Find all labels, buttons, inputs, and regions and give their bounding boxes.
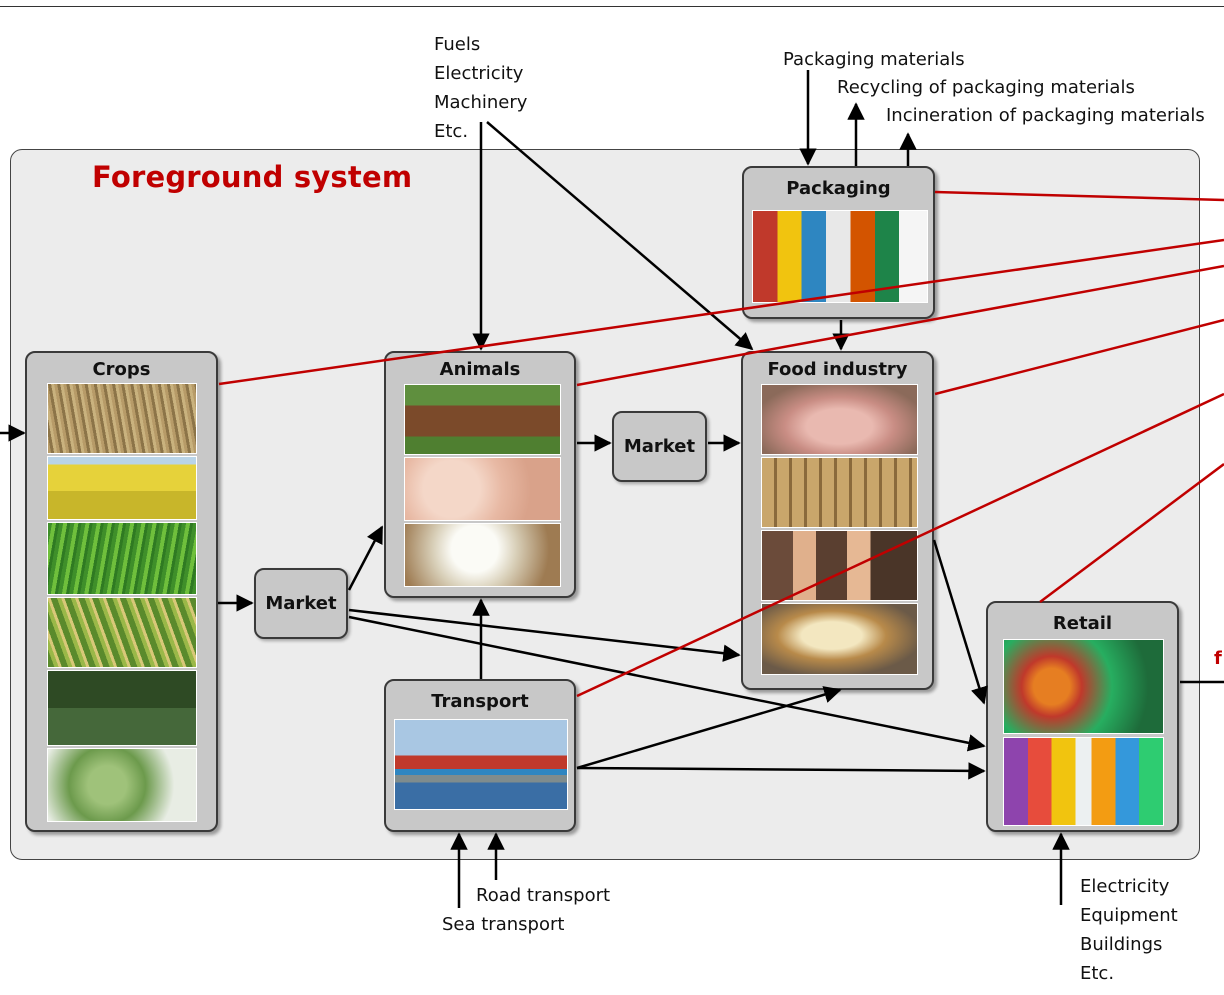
- maize-field-image: [47, 597, 197, 668]
- red-line-transport: [576, 392, 1224, 698]
- red-line-retail: [1039, 463, 1224, 603]
- market-box-animals: Market: [612, 411, 707, 482]
- animals-title: Animals: [439, 359, 521, 380]
- retail-input-equipment: Equipment: [1080, 905, 1178, 926]
- wheat-field-image: [47, 383, 197, 454]
- cheese-wheels-image: [761, 457, 918, 528]
- transport-box: Transport: [384, 679, 576, 832]
- fruit-vegetable-display-image: [1003, 639, 1164, 734]
- arrow-transport-to-food-industry: [576, 686, 842, 770]
- arrow-food-industry-to-retail: [932, 539, 988, 705]
- retail-box: Retail: [986, 601, 1179, 832]
- food-industry-box: Food industry: [741, 351, 934, 690]
- arrow-transport-to-retail: [576, 762, 986, 780]
- poultry-processing-image: [761, 530, 918, 601]
- animals-input-etc: Etc.: [434, 121, 469, 142]
- packaging-input-materials: Packaging materials: [783, 49, 965, 70]
- retail-input-buildings: Buildings: [1080, 934, 1163, 955]
- transport-title: Transport: [431, 691, 529, 712]
- packaging-output-recycling: Recycling of packaging materials: [837, 77, 1135, 98]
- packaging-title: Packaging: [786, 178, 891, 199]
- market-label: Market: [623, 436, 696, 457]
- chickens-image: [404, 523, 561, 587]
- retail-input-electricity: Electricity: [1080, 876, 1170, 897]
- cheese-making-vat-image: [761, 603, 918, 675]
- red-line-crops: [218, 238, 1224, 386]
- packaging-output-incineration: Incineration of packaging materials: [886, 105, 1205, 126]
- red-line-packaging: [934, 190, 1224, 202]
- rapeseed-field-image: [47, 456, 197, 520]
- market-box-crops: Market: [254, 568, 348, 639]
- transport-input-sea: Sea transport: [442, 914, 565, 935]
- crops-title: Crops: [92, 359, 151, 380]
- red-line-animals: [576, 264, 1224, 387]
- food-industry-title: Food industry: [767, 359, 908, 380]
- cow-image: [404, 384, 561, 455]
- oil-palm-plantation-image: [47, 670, 197, 746]
- sausages-image: [761, 384, 918, 455]
- arrow-inputs-to-food-industry: [486, 121, 754, 351]
- retail-title: Retail: [1052, 613, 1113, 634]
- animals-input-machinery: Machinery: [434, 92, 528, 113]
- arrow-market-to-animals: [347, 525, 384, 591]
- soybean-pods-image: [47, 748, 197, 822]
- arrow-market-to-food-industry: [348, 608, 741, 662]
- animals-input-fuels: Fuels: [434, 34, 481, 55]
- packaging-box: Packaging: [742, 166, 935, 319]
- pigs-image: [404, 457, 561, 521]
- transport-input-road: Road transport: [476, 885, 611, 906]
- right-edge-label: f: [1214, 648, 1222, 669]
- foreground-system-title: Foreground system: [92, 160, 413, 194]
- container-ship-image: [394, 719, 568, 810]
- animals-box: Animals: [384, 351, 576, 598]
- supermarket-aisle-image: [1003, 737, 1164, 826]
- grass-field-image: [47, 522, 197, 595]
- red-line-food-industry: [934, 318, 1224, 396]
- crops-box: Crops: [25, 351, 218, 832]
- retail-input-etc: Etc.: [1080, 963, 1115, 984]
- animals-input-electricity: Electricity: [434, 63, 524, 84]
- market-label: Market: [265, 593, 337, 614]
- top-rule: [0, 6, 1224, 7]
- arrow-market-to-retail: [348, 615, 986, 752]
